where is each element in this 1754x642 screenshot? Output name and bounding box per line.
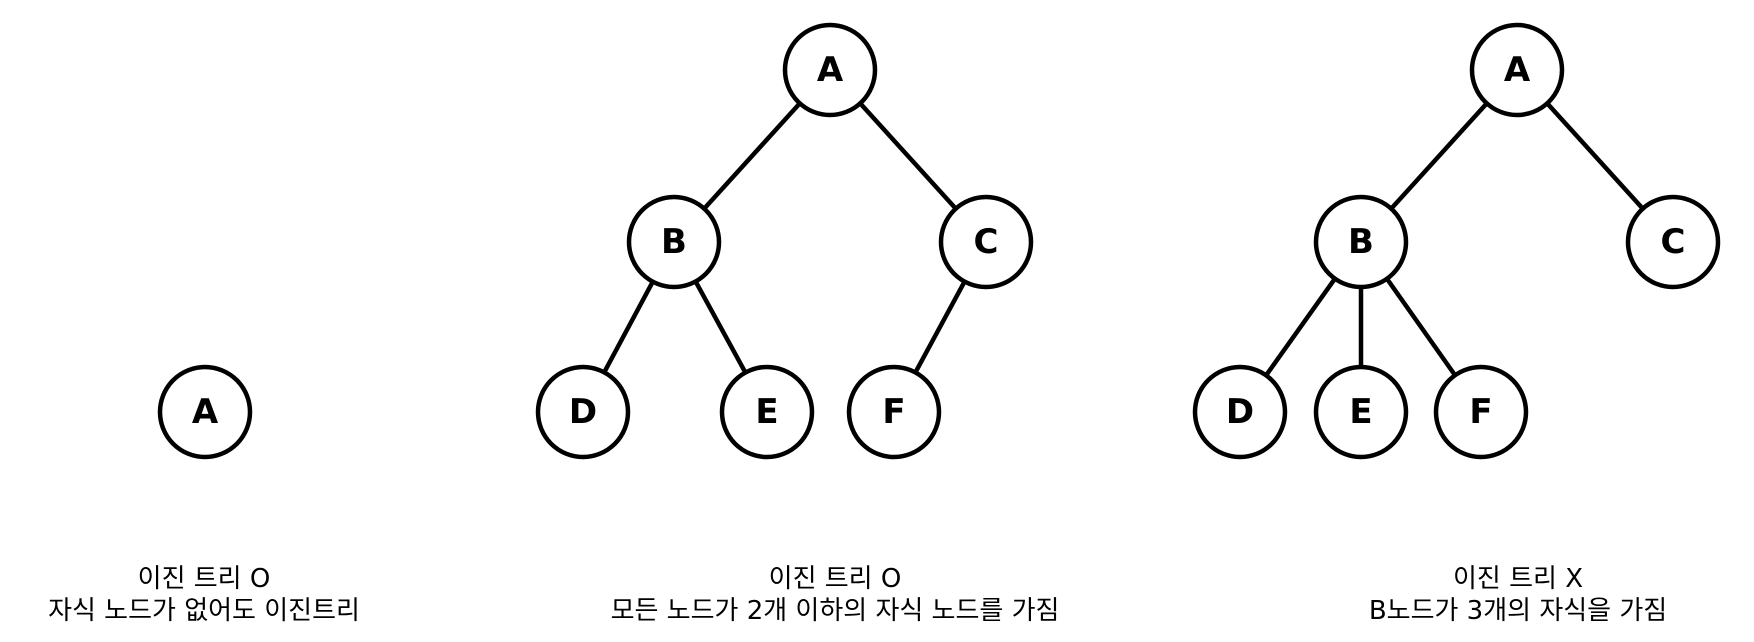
node-label: A: [817, 50, 844, 90]
node-circle: [1469, 22, 1565, 118]
edge-a-c: [857, 101, 959, 211]
edge-c-f: [913, 279, 967, 375]
node-a: A: [157, 364, 253, 460]
node-e: E: [1313, 364, 1409, 460]
tree-not-binary: A B C D E F: [1192, 22, 1721, 460]
caption-title: 이진 트리 O: [768, 564, 902, 594]
edge-b-e: [693, 279, 748, 375]
node-f: F: [1433, 364, 1529, 460]
node-label: B: [1348, 222, 1374, 262]
edge-a-b: [1388, 101, 1490, 211]
caption-tree-single-node: 이진 트리 O 자식 노드가 없어도 이진트리: [0, 563, 504, 627]
node-circle: [1313, 194, 1409, 290]
caption-description: 자식 노드가 없어도 이진트리: [48, 596, 360, 626]
node-label: D: [1226, 392, 1254, 432]
node-a: A: [1469, 22, 1565, 118]
caption-description: B노드가 3개의 자식을 가짐: [1368, 596, 1668, 626]
node-label: F: [882, 392, 905, 432]
node-label: C: [1661, 222, 1686, 262]
edge-a-c: [1544, 101, 1646, 211]
edge-b-d: [1263, 276, 1338, 378]
caption-description: 모든 노드가 2개 이하의 자식 노드를 가짐: [610, 596, 1060, 626]
node-d: D: [1192, 364, 1288, 460]
node-circle: [535, 364, 631, 460]
node-circle: [1433, 364, 1529, 460]
node-a: A: [782, 22, 878, 118]
node-c: C: [938, 194, 1034, 290]
caption-tree-not-binary: 이진 트리 X B노드가 3개의 자식을 가짐: [1218, 563, 1754, 627]
node-label: C: [974, 222, 999, 262]
node-c: C: [1625, 194, 1721, 290]
node-circle: [846, 364, 942, 460]
caption-tree-binary-valid: 이진 트리 O 모든 노드가 2개 이하의 자식 노드를 가짐: [535, 563, 1135, 627]
node-circle: [782, 22, 878, 118]
tree-binary-valid: A B C D E F: [535, 22, 1034, 460]
edge-b-d: [601, 279, 656, 375]
node-circle: [719, 364, 815, 460]
node-label: D: [569, 392, 597, 432]
caption-title: 이진 트리 X: [1452, 564, 1584, 594]
node-circle: [1313, 364, 1409, 460]
node-d: D: [535, 364, 631, 460]
node-label: E: [755, 392, 778, 432]
node-circle: [1192, 364, 1288, 460]
edge-a-b: [701, 101, 803, 211]
node-b: B: [1313, 194, 1409, 290]
node-circle: [1625, 194, 1721, 290]
node-label: A: [192, 392, 219, 432]
node-e: E: [719, 364, 815, 460]
caption-title: 이진 트리 O: [137, 564, 271, 594]
node-f: F: [846, 364, 942, 460]
tree-single-node: A: [157, 364, 253, 460]
node-label: E: [1349, 392, 1372, 432]
node-circle: [938, 194, 1034, 290]
node-label: A: [1504, 50, 1531, 90]
edge-b-f: [1384, 276, 1458, 378]
node-label: F: [1469, 392, 1492, 432]
node-circle: [626, 194, 722, 290]
node-label: B: [661, 222, 687, 262]
node-circle: [157, 364, 253, 460]
node-b: B: [626, 194, 722, 290]
